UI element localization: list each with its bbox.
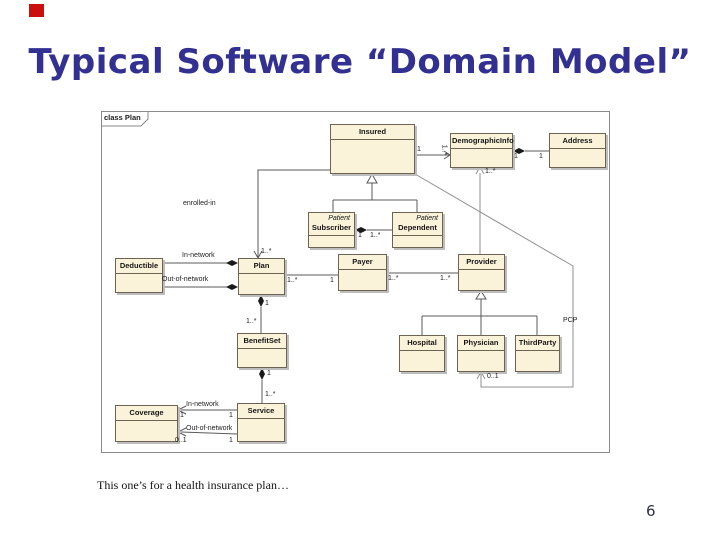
frame-label: class Plan [104, 113, 141, 122]
class-box-payer: Payer [338, 254, 387, 291]
class-name-label: Hospital [407, 338, 437, 347]
class-title-compartment: Coverage [116, 406, 177, 421]
association-label: In-network [182, 252, 215, 259]
multiplicity-label: 1..* [440, 144, 448, 156]
association-label: Out-of-network [186, 425, 233, 432]
multiplicity-label: 1 [180, 412, 184, 419]
class-parent-label: Patient [328, 215, 350, 222]
class-attributes-compartment [451, 149, 512, 167]
class-name-label: Coverage [129, 408, 164, 417]
multiplicity-label: 1 [229, 437, 233, 444]
multiplicity-label: 1 [539, 153, 543, 160]
class-name-label: Plan [253, 261, 270, 270]
class-title-compartment: Insured [331, 125, 414, 140]
class-attributes-compartment [309, 236, 354, 247]
class-box-plan: Plan [238, 258, 285, 295]
class-attributes-compartment [238, 419, 284, 441]
class-name-label: Payer [352, 257, 373, 266]
class-name-label: ThirdParty [518, 338, 557, 347]
class-box-hospital: Hospital [399, 335, 445, 372]
class-title-compartment: Physician [458, 336, 504, 351]
class-attributes-compartment [459, 270, 504, 290]
class-name-label: Insured [358, 127, 387, 136]
association-label: enrolled-in [183, 200, 216, 207]
multiplicity-label: 1..* [261, 248, 272, 255]
class-title-compartment: Hospital [400, 336, 444, 351]
multiplicity-label: 1..* [485, 168, 496, 175]
class-box-coverage: Coverage [115, 405, 178, 442]
association-label: In-network [186, 401, 219, 408]
class-box-service: Service [237, 403, 285, 442]
class-attributes-compartment [239, 274, 284, 294]
class-attributes-compartment [339, 270, 386, 290]
slide-caption: This one’s for a health insurance plan… [97, 478, 289, 492]
multiplicity-label: 1..* [440, 275, 451, 282]
class-title-compartment: Deductible [116, 259, 162, 274]
multiplicity-label: 1..* [246, 318, 257, 325]
multiplicity-label: 1 [267, 370, 271, 377]
multiplicity-label: 1..* [265, 391, 276, 398]
class-name-label: Provider [466, 257, 497, 266]
class-name-label: Subscriber [311, 223, 352, 232]
class-box-provider: Provider [458, 254, 505, 291]
class-parent-label: Patient [416, 215, 438, 222]
page-number: 6 [646, 502, 656, 520]
association-label: PCP [563, 317, 578, 324]
multiplicity-label: 1 [358, 232, 362, 239]
multiplicity-label: 1..* [287, 277, 298, 284]
slide-title: Typical Software “Domain Model” [28, 42, 692, 82]
multiplicity-label: 1 [514, 153, 518, 160]
association-label: Out-of-network [162, 276, 209, 283]
red-accent-square [29, 4, 44, 17]
class-name-label: BenefitSet [243, 336, 281, 345]
class-attributes-compartment [393, 236, 442, 247]
class-box-insured: Insured [330, 124, 415, 174]
class-box-deductible: Deductible [115, 258, 163, 293]
multiplicity-label: 1 [417, 146, 421, 153]
class-name-label: Deductible [119, 261, 159, 270]
class-title-compartment: Service [238, 404, 284, 419]
class-attributes-compartment [550, 149, 605, 167]
class-title-compartment: Address [550, 134, 605, 149]
class-title-compartment: Payer [339, 255, 386, 270]
multiplicity-label: 1 [229, 412, 233, 419]
class-title-compartment: BenefitSet [238, 334, 286, 349]
multiplicity-label: 1..* [370, 232, 381, 239]
class-name-label: Physician [463, 338, 499, 347]
class-title-compartment: ThirdParty [516, 336, 559, 351]
class-box-demographicinfo: DemographicInfo [450, 133, 514, 168]
class-attributes-compartment [238, 349, 286, 367]
class-box-thirdparty: ThirdParty [515, 335, 560, 372]
class-attributes-compartment [116, 274, 162, 292]
class-title-compartment: Provider [459, 255, 504, 270]
multiplicity-label: 0..1 [487, 373, 499, 380]
class-name-label: Service [247, 406, 275, 415]
class-box-benefitset: BenefitSet [237, 333, 287, 368]
class-attributes-compartment [331, 140, 414, 173]
class-attributes-compartment [458, 351, 504, 371]
class-box-physician: Physician [457, 335, 505, 372]
class-attributes-compartment [116, 421, 177, 441]
class-attributes-compartment [400, 351, 444, 371]
class-title-compartment: Plan [239, 259, 284, 274]
class-name-label: Dependent [398, 223, 437, 232]
multiplicity-label: 1..* [388, 275, 399, 282]
class-attributes-compartment [516, 351, 559, 371]
class-name-label: DemographicInfo [452, 136, 514, 145]
class-name-label: Address [562, 136, 593, 145]
class-box-address: Address [549, 133, 606, 168]
multiplicity-label: 0..1 [175, 437, 187, 444]
multiplicity-label: 1 [265, 300, 269, 307]
class-title-compartment: DemographicInfo [451, 134, 514, 149]
multiplicity-label: 1 [330, 277, 334, 284]
